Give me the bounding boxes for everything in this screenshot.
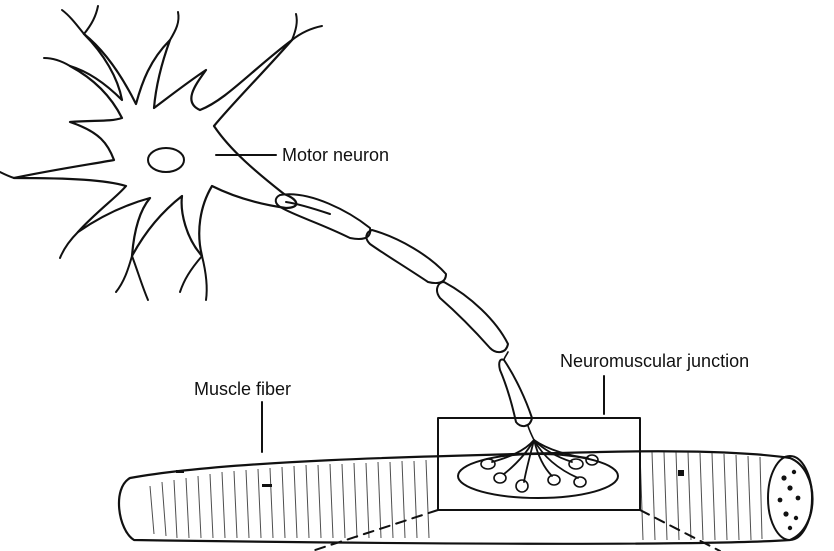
junction-highlight-box: [438, 418, 640, 510]
motor-neuron: [0, 6, 322, 300]
zoom-line-left: [312, 510, 438, 551]
myelin-segment: [366, 230, 446, 283]
zoom-line-right: [640, 510, 720, 551]
muscle-fiber-label: Muscle fiber: [194, 379, 291, 399]
axon-terminal-branches: [492, 440, 588, 482]
neuron-cell-body: [14, 34, 296, 256]
motor-neuron-label: Motor neuron: [282, 145, 389, 165]
neuromuscular-junction: [312, 418, 720, 551]
myelin-segment: [276, 194, 370, 239]
muscle-nuclei: [176, 470, 684, 487]
myofibril-dots: [778, 470, 801, 530]
neuron-nucleus: [148, 148, 184, 172]
neuromuscular-junction-label: Neuromuscular junction: [560, 351, 749, 371]
myelin-segment: [499, 359, 532, 426]
myelin-segment: [437, 282, 508, 352]
muscle-fiber: [119, 451, 813, 544]
axon: [276, 194, 534, 440]
